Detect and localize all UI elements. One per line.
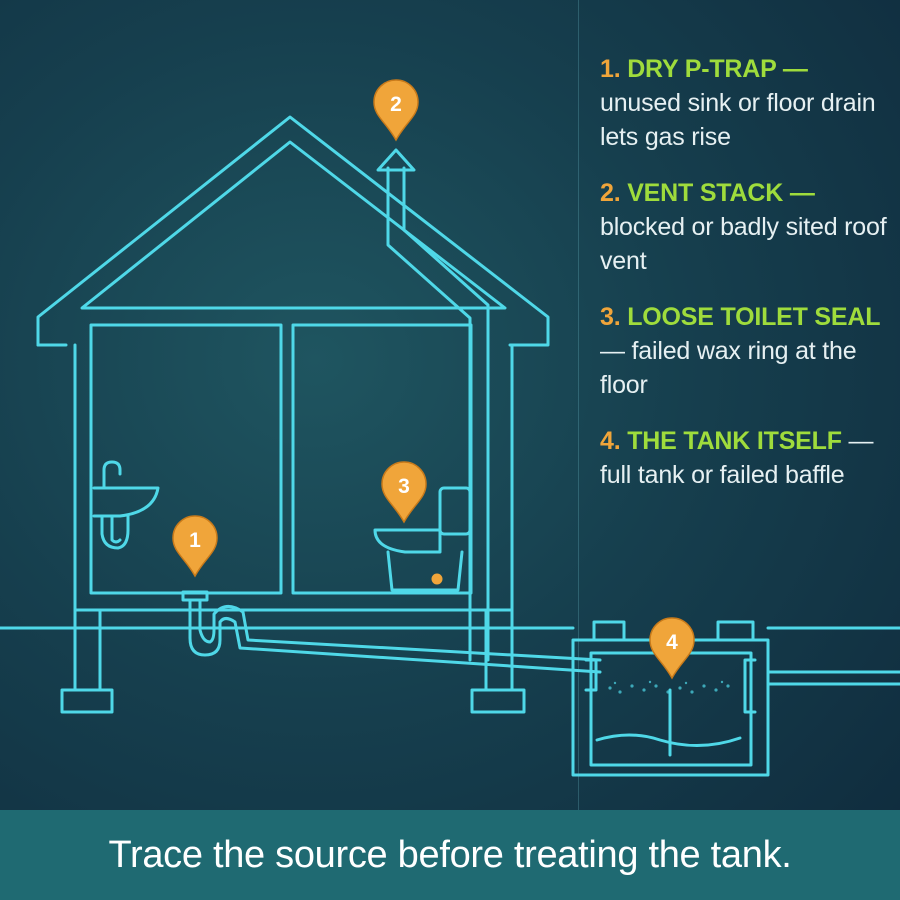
legend: 1. DRY P-TRAP — unused sink or floor dra… (600, 52, 890, 514)
legend-desc: blocked or badly sited roof vent (600, 213, 887, 275)
legend-title: THE TANK ITSELF (627, 427, 842, 455)
legend-item-dry-p-trap: 1. DRY P-TRAP — unused sink or floor dra… (600, 52, 890, 154)
foundation-posts (60, 608, 526, 714)
marker-2: 2 (373, 79, 419, 142)
legend-desc: — failed wax ring at the floor (600, 337, 857, 399)
legend-desc: — full tank or failed baffle (600, 427, 874, 489)
septic-tank (571, 620, 900, 777)
drain-line (181, 590, 602, 674)
legend-title: VENT STACK — (627, 179, 815, 207)
marker-1-label: 1 (189, 529, 201, 552)
legend-number: 3. (600, 303, 621, 331)
footer-text: Trace the source before treating the tan… (108, 833, 792, 876)
marker-4-label: 4 (666, 631, 678, 654)
legend-item-toilet-seal: 3. LOOSE TOILET SEAL — failed wax ring a… (600, 300, 890, 402)
legend-number: 1. (600, 55, 621, 83)
footer-banner: Trace the source before treating the tan… (0, 810, 900, 900)
legend-title: DRY P-TRAP — (627, 55, 808, 83)
marker-3: 3 (381, 461, 427, 524)
marker-3-label: 3 (398, 475, 410, 498)
house-walls (73, 323, 514, 612)
scum-layer (608, 680, 730, 694)
legend-desc: unused sink or floor drain lets gas rise (600, 89, 876, 151)
marker-2-label: 2 (390, 93, 402, 116)
marker-4: 4 (649, 617, 695, 680)
house-roof (36, 115, 550, 347)
panel-divider (578, 0, 579, 810)
legend-title: LOOSE TOILET SEAL (627, 303, 881, 331)
legend-number: 2. (600, 179, 621, 207)
sink (92, 460, 160, 550)
marker-1: 1 (172, 515, 218, 578)
legend-item-tank-itself: 4. THE TANK ITSELF — full tank or failed… (600, 424, 890, 492)
legend-number: 4. (600, 427, 621, 455)
legend-item-vent-stack: 2. VENT STACK — blocked or badly sited r… (600, 176, 890, 278)
septic-gas-diagram: 1 2 3 4 (0, 79, 900, 777)
toilet (373, 486, 472, 592)
